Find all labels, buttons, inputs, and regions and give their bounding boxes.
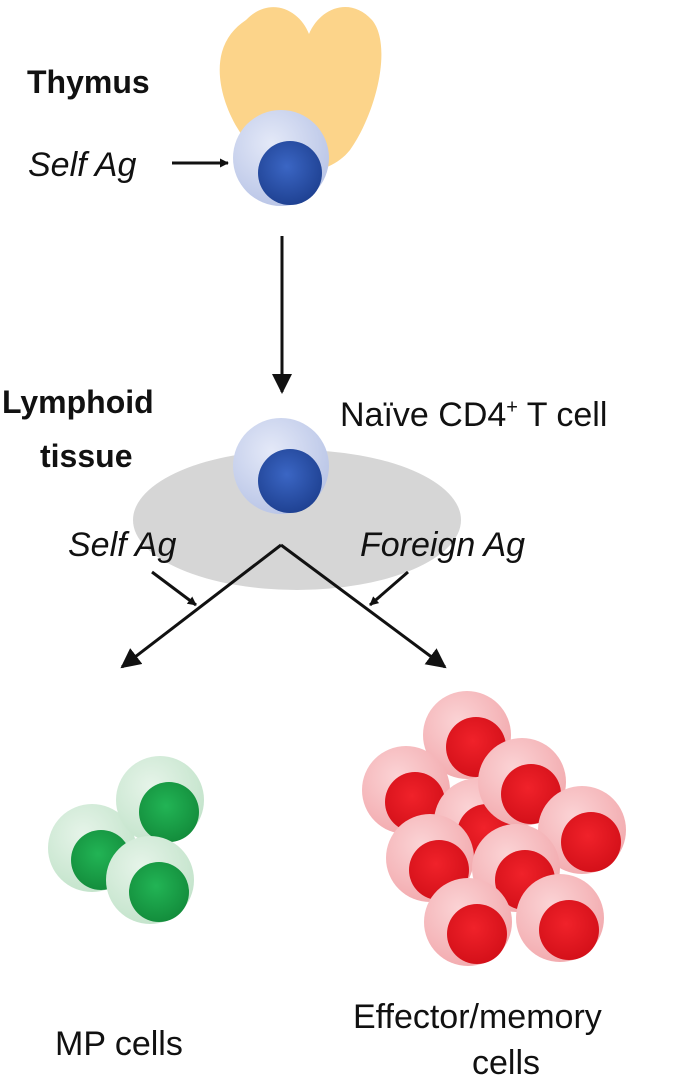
thymus-t-cell: [233, 110, 329, 206]
naive-cd4-t-cell: [233, 418, 329, 514]
lymphoid-label-line2: tissue: [40, 438, 133, 474]
effector-cell: [516, 874, 604, 962]
mp-cell: [116, 756, 204, 844]
thymus-self-ag-label: Self Ag: [28, 146, 137, 184]
effector-cell: [424, 878, 512, 966]
right-foreign-ag-label: Foreign Ag: [360, 526, 526, 564]
left-branch-arrow: [120, 543, 282, 669]
thymus-label: Thymus: [27, 64, 150, 100]
naive-cell-label: Naïve CD4+ T cell: [340, 396, 608, 434]
mp-cell: [106, 836, 194, 924]
lymphoid-tissue-ellipse: [133, 450, 461, 590]
effector-memory-label-line2: cells: [472, 1044, 541, 1082]
left-self-ag-arrow: [151, 570, 197, 607]
left-self-ag-label: Self Ag: [68, 526, 177, 564]
mp-cells-cluster: [48, 756, 204, 924]
right-foreign-ag-arrow: [369, 570, 409, 607]
right-branch-arrow: [280, 543, 447, 669]
lymphoid-label-line1: Lymphoid: [2, 384, 154, 420]
effector-cell: [538, 786, 626, 874]
mp-cells-label: MP cells: [55, 1025, 183, 1063]
effector-memory-cells-cluster: [362, 691, 626, 966]
effector-memory-label-line1: Effector/memory: [353, 998, 602, 1036]
